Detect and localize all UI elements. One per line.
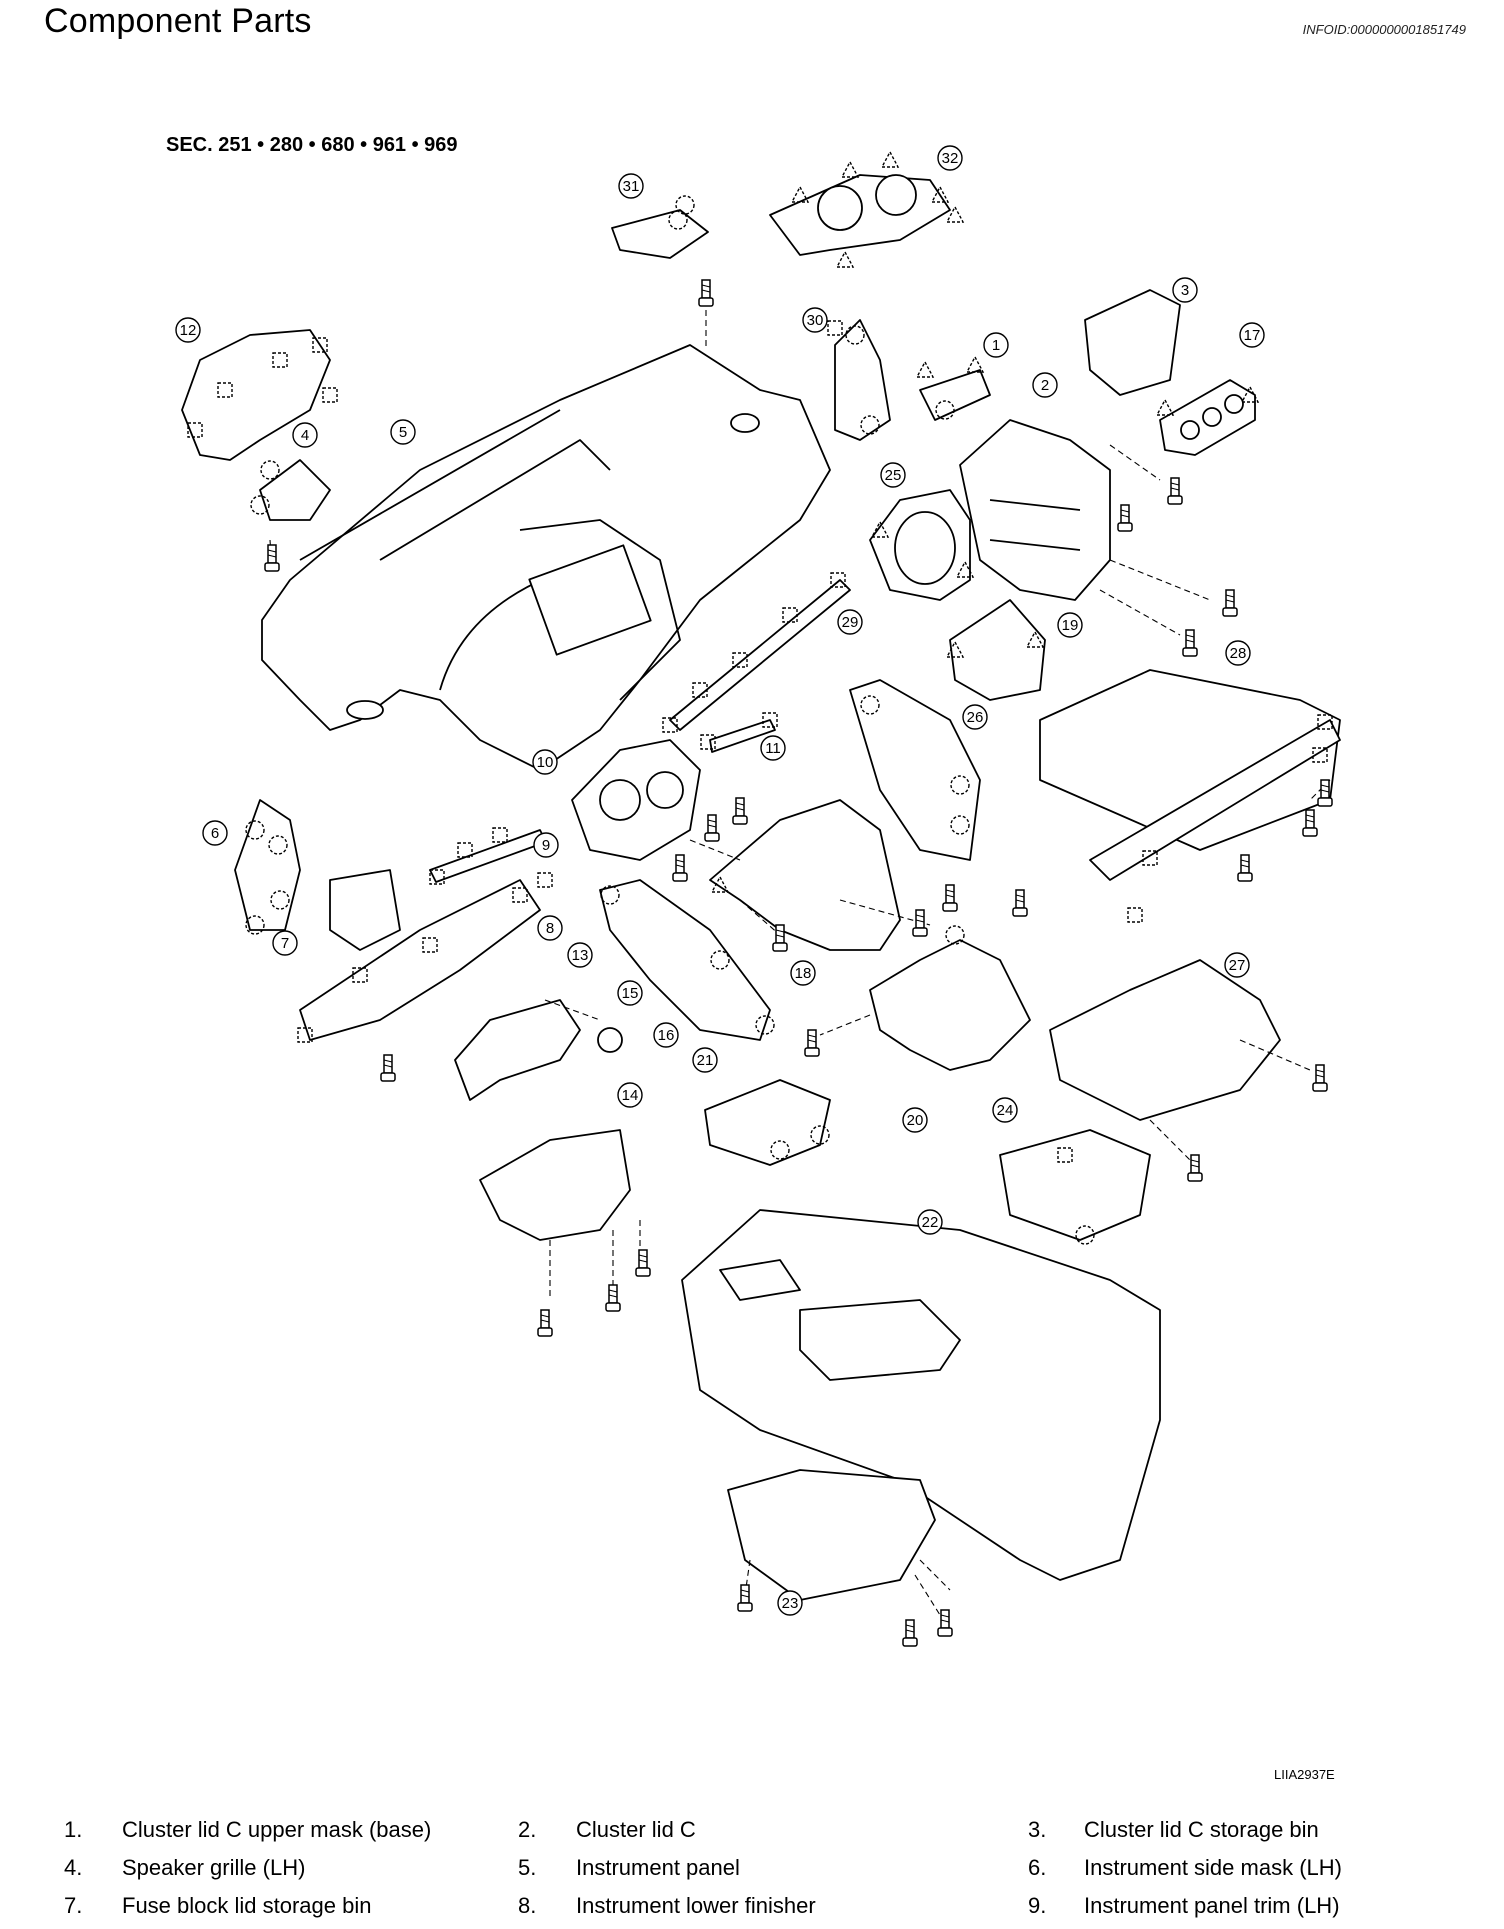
callout-2: 2 — [1032, 372, 1058, 398]
callout-22: 22 — [917, 1209, 943, 1235]
legend-part-name: Cluster lid C — [576, 1817, 696, 1842]
svg-text:26: 26 — [967, 709, 984, 726]
svg-text:8: 8 — [546, 920, 554, 937]
legend-part-name: Cluster lid C upper mask (base) — [122, 1817, 432, 1842]
callout-19: 19 — [1057, 612, 1083, 638]
svg-text:31: 31 — [623, 178, 640, 195]
legend-part-name: Fuse block lid storage bin — [122, 1893, 372, 1918]
callout-9: 9 — [533, 832, 559, 858]
svg-text:11: 11 — [765, 740, 781, 757]
callout-3: 3 — [1172, 277, 1198, 303]
svg-text:23: 23 — [782, 1595, 799, 1612]
callout-8: 8 — [537, 915, 563, 941]
callout-6: 6 — [202, 820, 228, 846]
svg-text:16: 16 — [658, 1027, 675, 1044]
callout-5: 5 — [390, 419, 416, 445]
callout-12: 12 — [175, 317, 201, 343]
legend-row: 7. Fuse block lid storage bin 8. Instrum… — [0, 1893, 1504, 1929]
exploded-parts-diagram: SEC. 251 • 280 • 680 • 961 • 969 — [166, 134, 1341, 1782]
svg-text:17: 17 — [1244, 327, 1261, 344]
svg-text:12: 12 — [180, 322, 197, 339]
svg-text:4: 4 — [301, 427, 309, 444]
svg-text:30: 30 — [807, 312, 824, 329]
svg-text:18: 18 — [795, 965, 812, 982]
callout-4: 4 — [292, 422, 318, 448]
callout-15: 15 — [617, 980, 643, 1006]
legend-number: 7. — [64, 1893, 83, 1918]
svg-text:29: 29 — [842, 614, 859, 631]
legend-part-name: Speaker grille (LH) — [122, 1855, 306, 1880]
callout-10: 10 — [532, 749, 558, 775]
svg-text:9: 9 — [542, 837, 550, 854]
svg-text:15: 15 — [622, 985, 639, 1002]
svg-text:24: 24 — [997, 1102, 1014, 1119]
svg-text:21: 21 — [697, 1052, 714, 1069]
legend-part-name: Instrument side mask (LH) — [1084, 1855, 1342, 1880]
legend-number: 2. — [518, 1817, 537, 1842]
legend-number: 5. — [518, 1855, 537, 1880]
callout-25: 25 — [880, 462, 906, 488]
svg-text:28: 28 — [1230, 645, 1247, 662]
legend-number: 9. — [1028, 1893, 1047, 1918]
svg-text:13: 13 — [572, 947, 589, 964]
callout-18: 18 — [790, 960, 816, 986]
callout-20: 20 — [902, 1107, 928, 1133]
callout-7: 7 — [272, 930, 298, 956]
svg-text:10: 10 — [537, 754, 554, 771]
svg-text:20: 20 — [907, 1112, 924, 1129]
legend-row: 1. Cluster lid C upper mask (base) 2. Cl… — [0, 1817, 1504, 1853]
legend-part-name: Instrument lower finisher — [576, 1893, 816, 1918]
callout-30: 30 — [802, 307, 828, 333]
legend-part-name: Instrument panel — [576, 1855, 740, 1880]
svg-text:32: 32 — [942, 150, 959, 167]
svg-text:27: 27 — [1229, 957, 1246, 974]
legend-number: 3. — [1028, 1817, 1047, 1842]
svg-text:5: 5 — [399, 424, 407, 441]
callout-24: 24 — [992, 1097, 1018, 1123]
callout-32: 32 — [937, 145, 963, 171]
svg-text:7: 7 — [281, 935, 289, 952]
legend-number: 1. — [64, 1817, 83, 1842]
legend-number: 4. — [64, 1855, 83, 1880]
section-label: SEC. 251 • 280 • 680 • 961 • 969 — [166, 134, 458, 156]
callout-21: 21 — [692, 1047, 718, 1073]
callout-17: 17 — [1239, 322, 1265, 348]
svg-text:3: 3 — [1181, 282, 1189, 299]
figure-code: LIIA2937E — [1274, 1767, 1335, 1782]
svg-text:22: 22 — [922, 1214, 939, 1231]
svg-text:1: 1 — [992, 337, 1000, 354]
callout-28: 28 — [1225, 640, 1251, 666]
callout-27: 27 — [1224, 952, 1250, 978]
callout-11: 11 — [760, 735, 786, 761]
legend-row: 4. Speaker grille (LH) 5. Instrument pan… — [0, 1855, 1504, 1891]
callout-23: 23 — [777, 1590, 803, 1616]
legend-part-name: Instrument panel trim (LH) — [1084, 1893, 1340, 1918]
callout-31: 31 — [618, 173, 644, 199]
svg-text:6: 6 — [211, 825, 219, 842]
callout-14: 14 — [617, 1082, 643, 1108]
callout-16: 16 — [653, 1022, 679, 1048]
legend-number: 8. — [518, 1893, 537, 1918]
page-title: Component Parts — [44, 2, 312, 40]
svg-text:2: 2 — [1041, 377, 1049, 394]
callout-13: 13 — [567, 942, 593, 968]
legend-part-name: Cluster lid C storage bin — [1084, 1817, 1319, 1842]
info-id: INFOID:0000000001851749 — [1302, 22, 1466, 37]
svg-text:14: 14 — [622, 1087, 639, 1104]
callout-circles: 1 2 3 4 5 6 7 8 9 10 11 12 13 14 15 16 1… — [175, 145, 1265, 1616]
callout-26: 26 — [962, 704, 988, 730]
callout-29: 29 — [837, 609, 863, 635]
callout-1: 1 — [983, 332, 1009, 358]
svg-text:25: 25 — [885, 467, 902, 484]
svg-text:19: 19 — [1062, 617, 1079, 634]
legend-number: 6. — [1028, 1855, 1047, 1880]
